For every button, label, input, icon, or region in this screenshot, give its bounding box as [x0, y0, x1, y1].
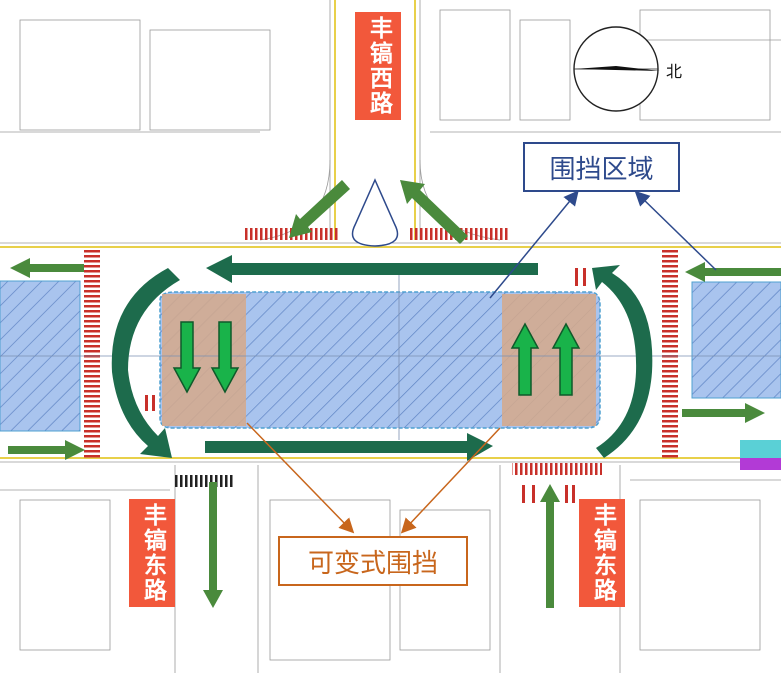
lane-arrow-down-1 [172, 321, 202, 394]
loop-arrow-east [592, 265, 653, 458]
variable-zone-east [502, 294, 596, 426]
median-island [351, 178, 399, 247]
variable-zone-west [162, 294, 246, 426]
loop-arrow-bottom [205, 433, 493, 461]
loop-arrows [111, 255, 653, 461]
arrow-east-bottom-left [8, 440, 85, 460]
loop-arrow-top [206, 255, 538, 283]
lane-arrow-down-2 [210, 321, 240, 394]
road-label-north: 丰镐西路 [355, 12, 401, 120]
road-label-south-left: 丰镐东路 [129, 499, 175, 607]
loop-arrow-west [111, 268, 180, 458]
variable-enclosure-label: 可变式围挡 [278, 536, 468, 586]
arrow-north-northwest [400, 180, 468, 244]
arrow-west-right [685, 262, 781, 282]
compass [573, 26, 660, 112]
enclosure-area-label: 围挡区域 [523, 142, 680, 192]
crosswalks [84, 228, 781, 487]
lane-arrows [172, 321, 581, 396]
lane-arrow-up-1 [510, 322, 540, 396]
callout-lines [246, 190, 717, 534]
arrow-south-right-up [540, 484, 560, 608]
traffic-arrows [8, 180, 781, 608]
arrow-east-right [682, 403, 765, 423]
lane-marks [145, 268, 586, 503]
compass-north-label: 北 [666, 62, 683, 81]
arrow-west-top [10, 258, 84, 278]
arrow-south-left-down [203, 482, 223, 608]
enclosure-areas [0, 275, 781, 440]
lane-arrow-up-2 [551, 322, 581, 396]
road-label-south-right: 丰镐东路 [579, 499, 625, 607]
arrow-north-southwest [289, 180, 350, 238]
